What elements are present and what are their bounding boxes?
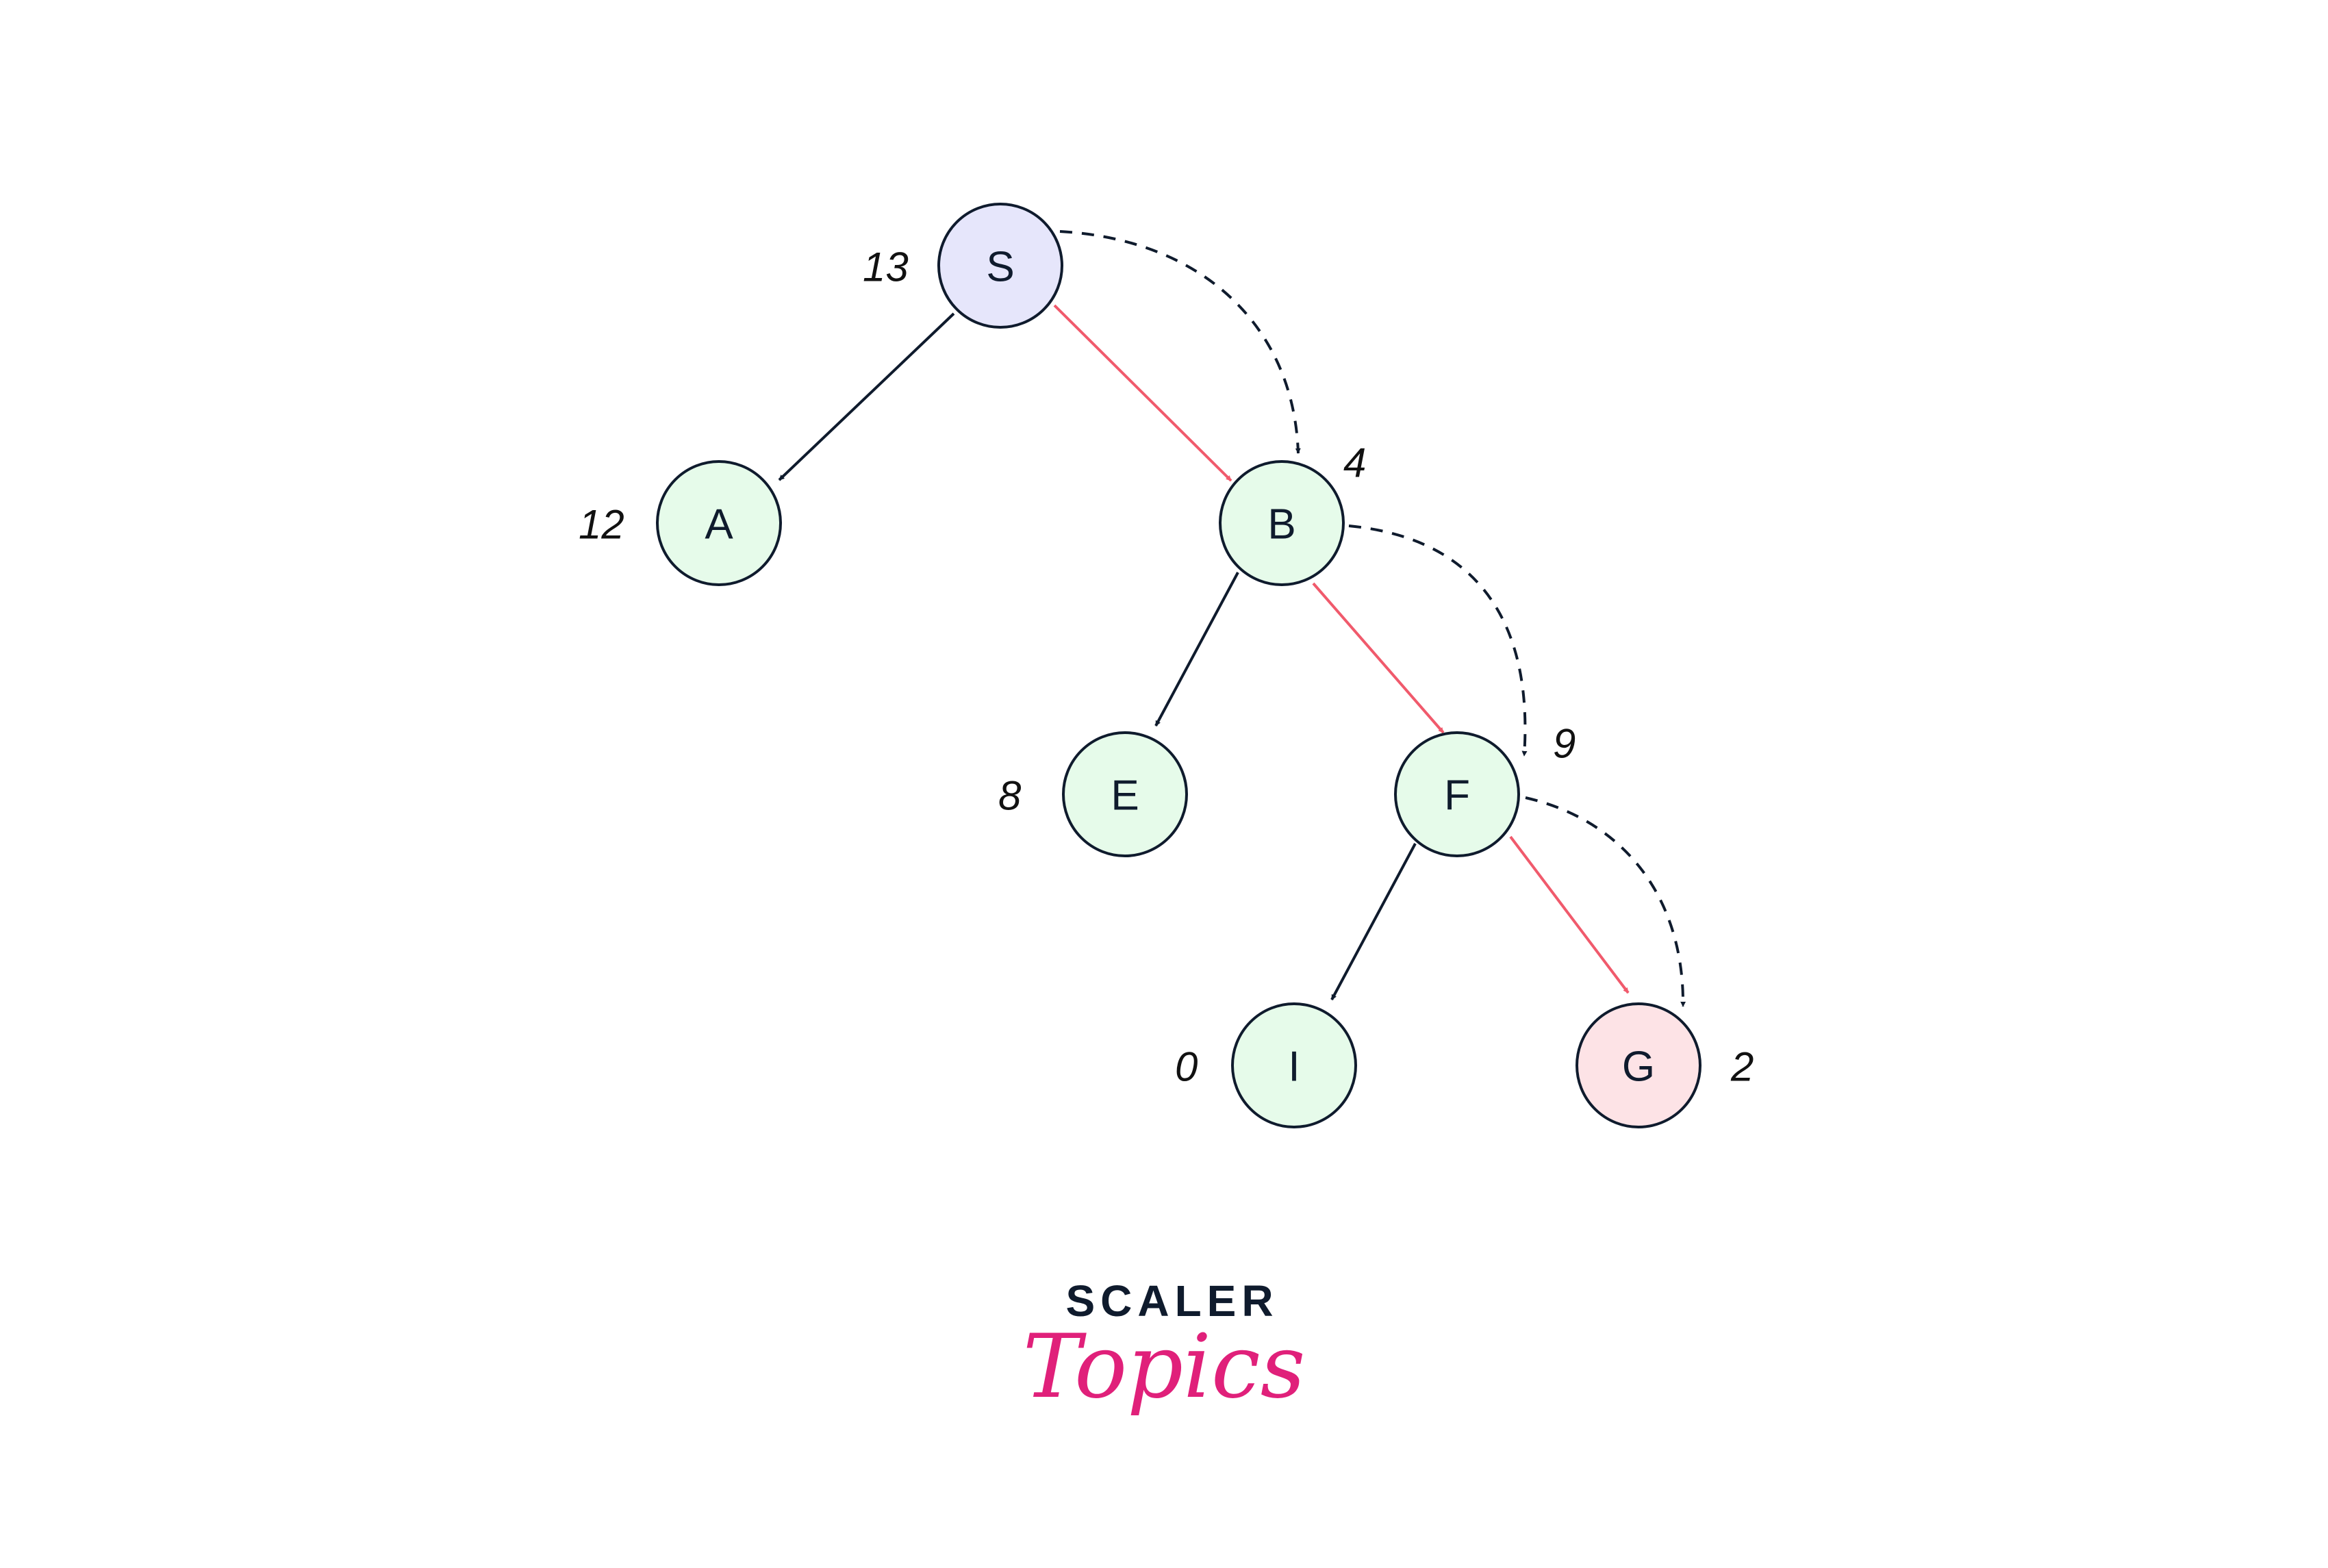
node-f-heuristic: 9 xyxy=(1553,721,1576,767)
node-b-label: B xyxy=(1267,501,1295,548)
node-e-heuristic: 8 xyxy=(998,773,1022,819)
node-i-label: I xyxy=(1288,1044,1300,1091)
node-s: S 13 xyxy=(863,203,1063,329)
node-e: E 8 xyxy=(998,731,1188,857)
node-e-label: E xyxy=(1111,772,1139,820)
node-b: B 4 xyxy=(1219,440,1366,586)
node-b-heuristic: 4 xyxy=(1343,440,1366,486)
node-e-circle xyxy=(1062,731,1188,857)
node-s-circle xyxy=(937,203,1063,329)
node-g-label: G xyxy=(1622,1044,1655,1091)
node-f-label: F xyxy=(1444,772,1470,820)
dashed-edge-f-g xyxy=(1525,796,1686,1007)
node-a: A 12 xyxy=(579,460,782,586)
dashed-edge-b-f xyxy=(1348,524,1528,757)
node-a-circle xyxy=(656,460,782,586)
node-g: G 2 xyxy=(1576,1002,1754,1128)
node-s-label: S xyxy=(986,244,1014,291)
node-f: F 9 xyxy=(1394,721,1576,857)
dashed-edges xyxy=(1059,230,1686,1007)
node-i-heuristic: 0 xyxy=(1175,1044,1198,1090)
node-g-circle xyxy=(1576,1002,1701,1128)
edge-f-i xyxy=(1330,843,1417,1000)
dashed-edge-s-b xyxy=(1059,230,1301,454)
node-i: I 0 xyxy=(1175,1002,1357,1128)
node-a-heuristic: 12 xyxy=(579,502,624,548)
node-g-heuristic: 2 xyxy=(1730,1044,1754,1090)
edge-s-b xyxy=(1053,304,1232,482)
solid-edges xyxy=(778,304,1630,1000)
edge-f-g xyxy=(1509,835,1630,994)
node-a-label: A xyxy=(705,501,733,548)
node-f-circle xyxy=(1394,731,1520,857)
logo-top-text: SCALER xyxy=(1065,1276,1278,1326)
logo-script-text: Topics xyxy=(1023,1316,1306,1418)
edge-b-e xyxy=(1154,572,1239,726)
edge-b-f xyxy=(1312,582,1445,734)
scaler-topics-logo: SCALER Topics xyxy=(1023,1276,1306,1418)
node-i-circle xyxy=(1231,1002,1357,1128)
node-s-heuristic: 13 xyxy=(863,244,909,290)
edge-s-a xyxy=(778,312,955,481)
node-b-circle xyxy=(1219,460,1345,586)
